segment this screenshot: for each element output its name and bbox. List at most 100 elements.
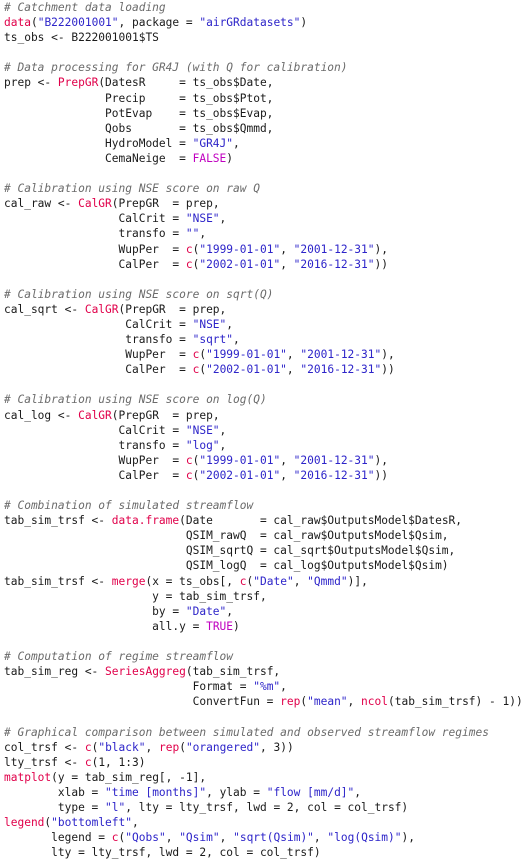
code-text: , <box>219 212 227 226</box>
code-comment: # Graphical comparison between simulated… <box>4 725 489 739</box>
code-comment: # Combination of simulated streamflow <box>4 499 254 513</box>
code-text: ( <box>118 831 126 845</box>
code-text: ), <box>381 348 395 362</box>
code-text: ( <box>44 816 52 830</box>
code-text: , <box>219 423 227 437</box>
string-literal: "log(Qsim)" <box>327 831 402 845</box>
code-text: , <box>347 695 362 709</box>
code-text: transfo = <box>4 438 186 452</box>
blank-line <box>4 272 500 287</box>
function-name: c <box>185 242 193 256</box>
function-name: CalGR <box>84 302 119 316</box>
code-line: cal_raw <- CalGR(PrepGR = prep, <box>4 196 500 211</box>
code-line: CalCrit = "NSE", <box>4 211 500 226</box>
code-text: QSIM_sqrtQ = cal_sqrt$OutputsModel$Qsim, <box>4 544 456 558</box>
code-line: transfo = "log", <box>4 438 500 453</box>
code-text: , <box>280 453 294 467</box>
string-literal: "2016-12-31" <box>293 257 375 271</box>
code-text: cal_sqrt <- <box>4 302 85 316</box>
function-name: data.frame <box>111 514 180 528</box>
code-text: CemaNeige = <box>4 151 193 165</box>
code-line: lty_trsf <- c(1, 1:3) <box>4 755 500 770</box>
code-text: ), <box>401 831 415 845</box>
code-line: WupPer = c("1999-01-01", "2001-12-31"), <box>4 242 500 257</box>
code-line: legend = c("Qobs", "Qsim", "sqrt(Qsim)",… <box>4 830 500 845</box>
function-name: c <box>192 348 200 362</box>
code-text: , <box>280 680 287 694</box>
function-name: SeriesAggreg <box>105 665 186 679</box>
code-line: # Data processing for GR4J (with Q for c… <box>4 60 500 75</box>
code-line: col_trsf <- c("black", rep("orangered", … <box>4 740 500 755</box>
code-text: transfo = <box>4 333 193 347</box>
function-name: c <box>111 831 119 845</box>
string-literal: "2001-12-31" <box>300 348 382 362</box>
function-name: c <box>185 453 193 467</box>
code-text: ( <box>192 242 200 256</box>
code-text: QSIM_rawQ = cal_raw$OutputsModel$Qsim, <box>4 529 449 543</box>
code-text: CalCrit = <box>4 423 186 437</box>
string-literal: "1999-01-01" <box>199 242 281 256</box>
code-text: PotEvap = ts_obs$Evap, <box>4 106 274 120</box>
function-name: PrepGR <box>57 76 99 90</box>
code-text: xlab = <box>4 785 106 799</box>
code-line: QSIM_sqrtQ = cal_sqrt$OutputsModel$Qsim, <box>4 543 500 558</box>
string-literal: "B222001001" <box>37 16 119 30</box>
function-name: CalGR <box>78 197 112 211</box>
code-line: data("B222001001", package = "airGRdatas… <box>4 15 500 30</box>
code-text: cal_log <- <box>4 408 79 422</box>
function-name: c <box>185 468 193 482</box>
code-text: CalCrit = <box>4 212 186 226</box>
code-text: ( <box>192 453 200 467</box>
code-line: CalPer = c("2002-01-01", "2016-12-31")) <box>4 362 500 377</box>
code-text: , <box>226 317 234 331</box>
code-line: all.y = TRUE) <box>4 619 500 634</box>
code-text: tab_sim_reg <- <box>4 665 106 679</box>
code-line: ts_obs <- B222001001$TS <box>4 30 500 45</box>
code-text: , <box>280 242 294 256</box>
string-literal: "" <box>185 227 200 241</box>
string-literal: "orangered" <box>185 740 261 754</box>
function-name: rep <box>158 740 180 754</box>
code-comment: # Computation of regime streamflow <box>4 650 234 664</box>
string-literal: "2002-01-01" <box>199 257 281 271</box>
blank-line <box>4 377 500 392</box>
function-name: c <box>185 257 193 271</box>
function-name: ncol <box>361 695 388 709</box>
string-literal: "NSE" <box>185 423 220 437</box>
string-literal: "GR4J" <box>192 136 234 150</box>
code-text: type = <box>4 800 106 814</box>
code-line: WupPer = c("1999-01-01", "2001-12-31"), <box>4 347 500 362</box>
function-name: rep <box>280 695 301 709</box>
code-line: HydroModel = "GR4J", <box>4 136 500 151</box>
string-literal: "Date" <box>185 604 227 618</box>
code-text: ), <box>374 242 388 256</box>
string-literal: "black" <box>98 740 146 754</box>
code-text: ), <box>374 453 388 467</box>
string-literal: "1999-01-01" <box>199 453 281 467</box>
function-name: c <box>239 574 247 588</box>
code-text: ( <box>300 695 308 709</box>
string-literal: "airGRdatasets" <box>199 16 301 30</box>
blank-line <box>4 45 500 60</box>
code-text: transfo = <box>4 227 186 241</box>
code-text: , <box>286 363 301 377</box>
code-line: CalPer = c("2002-01-01", "2016-12-31")) <box>4 257 500 272</box>
blank-line <box>4 709 500 724</box>
code-line: Qobs = ts_obs$Qmmd, <box>4 121 500 136</box>
code-text: (tab_sim_trsf, <box>185 665 281 679</box>
string-literal: "log" <box>185 438 220 452</box>
code-comment: # Calibration using NSE score on raw Q <box>4 182 260 196</box>
blank-line <box>4 166 500 181</box>
string-literal: "2016-12-31" <box>293 468 375 482</box>
code-line: matplot(y = tab_sim_reg[, -1], <box>4 770 500 785</box>
logical-constant: FALSE <box>192 151 227 165</box>
code-line: cal_sqrt <- CalGR(PrepGR = prep, <box>4 302 500 317</box>
code-text: WupPer = <box>4 348 193 362</box>
code-text: , ylab = <box>206 785 267 799</box>
function-name: legend <box>4 816 45 830</box>
code-text: tab_sim_trsf <- <box>4 514 112 528</box>
code-line: legend("bottomleft", <box>4 815 500 830</box>
function-name: c <box>192 363 200 377</box>
code-text: CalCrit = <box>4 317 193 331</box>
function-name: CalGR <box>78 408 112 422</box>
